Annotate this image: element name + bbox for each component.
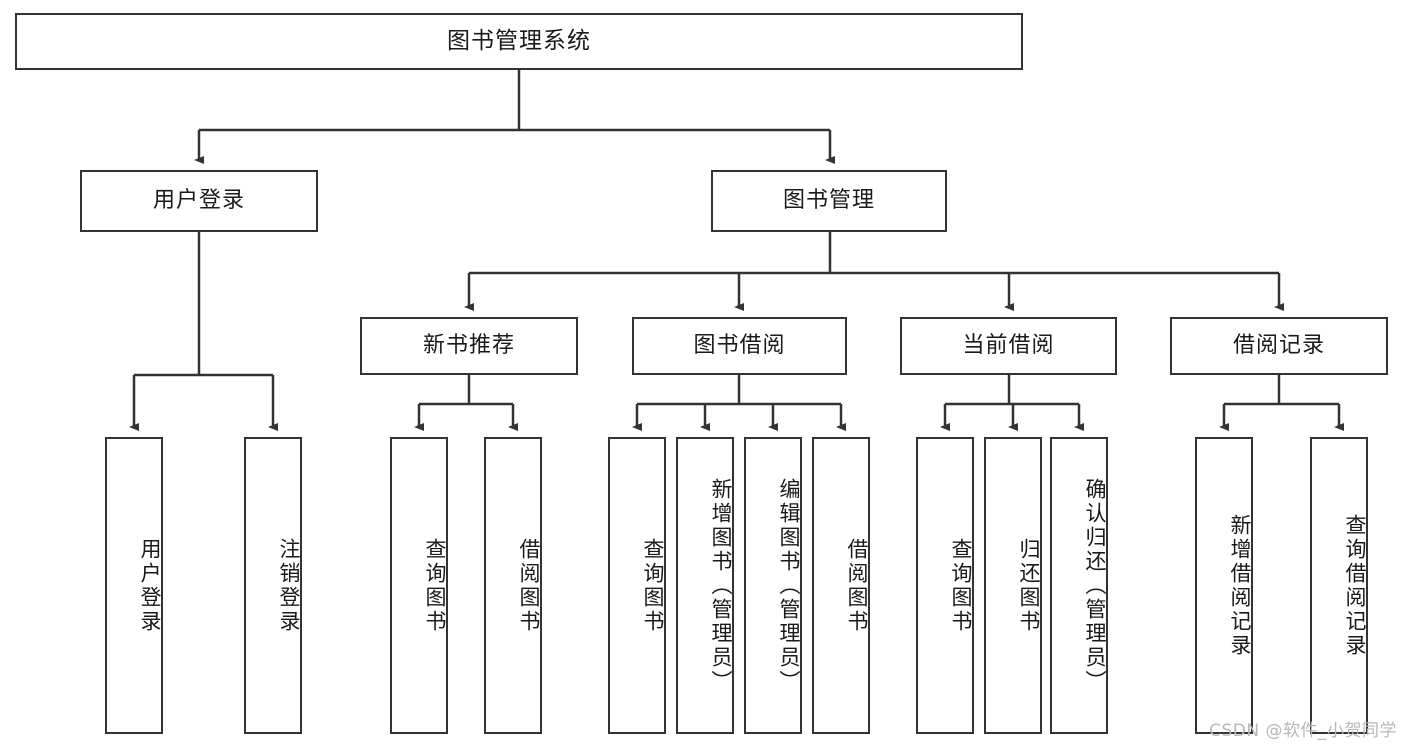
node-label: 查询图书 [949, 537, 973, 634]
node-label: 注销登录 [277, 537, 301, 634]
edge-currentborrow-to-leaves [940, 375, 1084, 431]
edge-root-to-level1 [194, 70, 835, 164]
node-leaf-add-book[interactable]: 新增图书（管理员） [676, 437, 734, 734]
node-leaf-add-record[interactable]: 新增借阅记录 [1195, 437, 1253, 734]
node-leaf-query-record[interactable]: 查询借阅记录 [1310, 437, 1368, 734]
node-current-borrow[interactable]: 当前借阅 [900, 317, 1117, 375]
node-label: 编辑图书（管理员） [777, 477, 801, 694]
node-label: 查询图书 [423, 537, 447, 634]
node-leaf-borrow-book[interactable]: 借阅图书 [812, 437, 870, 734]
node-label: 确认归还（管理员） [1083, 477, 1107, 694]
node-label: 图书借阅 [693, 332, 786, 358]
node-label: 图书管理系统 [447, 27, 591, 54]
node-label: 当前借阅 [962, 332, 1055, 358]
node-label: 借阅图书 [517, 537, 541, 634]
node-label: 用户登录 [138, 537, 162, 634]
node-leaf-confirm-return[interactable]: 确认归还（管理员） [1050, 437, 1108, 734]
node-label: 查询图书 [641, 537, 665, 634]
node-root-system[interactable]: 图书管理系统 [15, 13, 1023, 70]
node-leaf-query-book-borrow[interactable]: 查询图书 [608, 437, 666, 734]
edge-userlogin-to-leaves [129, 232, 278, 431]
node-leaf-query-book-rec[interactable]: 查询图书 [390, 437, 448, 734]
node-book-manage[interactable]: 图书管理 [711, 170, 947, 232]
node-new-book-rec[interactable]: 新书推荐 [360, 317, 578, 375]
node-book-borrow[interactable]: 图书借阅 [632, 317, 847, 375]
node-label: 借阅记录 [1232, 332, 1325, 358]
node-label: 查询借阅记录 [1343, 513, 1367, 658]
node-label: 新书推荐 [422, 332, 515, 358]
node-leaf-edit-book[interactable]: 编辑图书（管理员） [744, 437, 802, 734]
node-leaf-query-book-current[interactable]: 查询图书 [916, 437, 974, 734]
node-leaf-borrow-book-rec[interactable]: 借阅图书 [484, 437, 542, 734]
edge-newbook-to-leaves [414, 375, 518, 431]
edge-bookborrow-to-leaves [632, 375, 846, 431]
node-label: 新增借阅记录 [1228, 513, 1252, 658]
node-label: 归还图书 [1017, 537, 1041, 634]
edge-borrowrecord-to-leaves [1219, 375, 1344, 431]
node-label: 新增图书（管理员） [709, 477, 733, 694]
node-leaf-user-login[interactable]: 用户登录 [105, 437, 163, 734]
node-label: 用户登录 [152, 187, 245, 213]
node-user-login[interactable]: 用户登录 [80, 170, 318, 232]
node-label: 图书管理 [782, 187, 875, 213]
node-label: 借阅图书 [845, 537, 869, 634]
node-borrow-record[interactable]: 借阅记录 [1170, 317, 1388, 375]
edge-bookmanage-to-level2 [464, 232, 1284, 311]
node-leaf-return-book[interactable]: 归还图书 [984, 437, 1042, 734]
csdn-watermark: CSDN @软件_小贺同学 [1209, 721, 1397, 741]
node-leaf-logout[interactable]: 注销登录 [244, 437, 302, 734]
